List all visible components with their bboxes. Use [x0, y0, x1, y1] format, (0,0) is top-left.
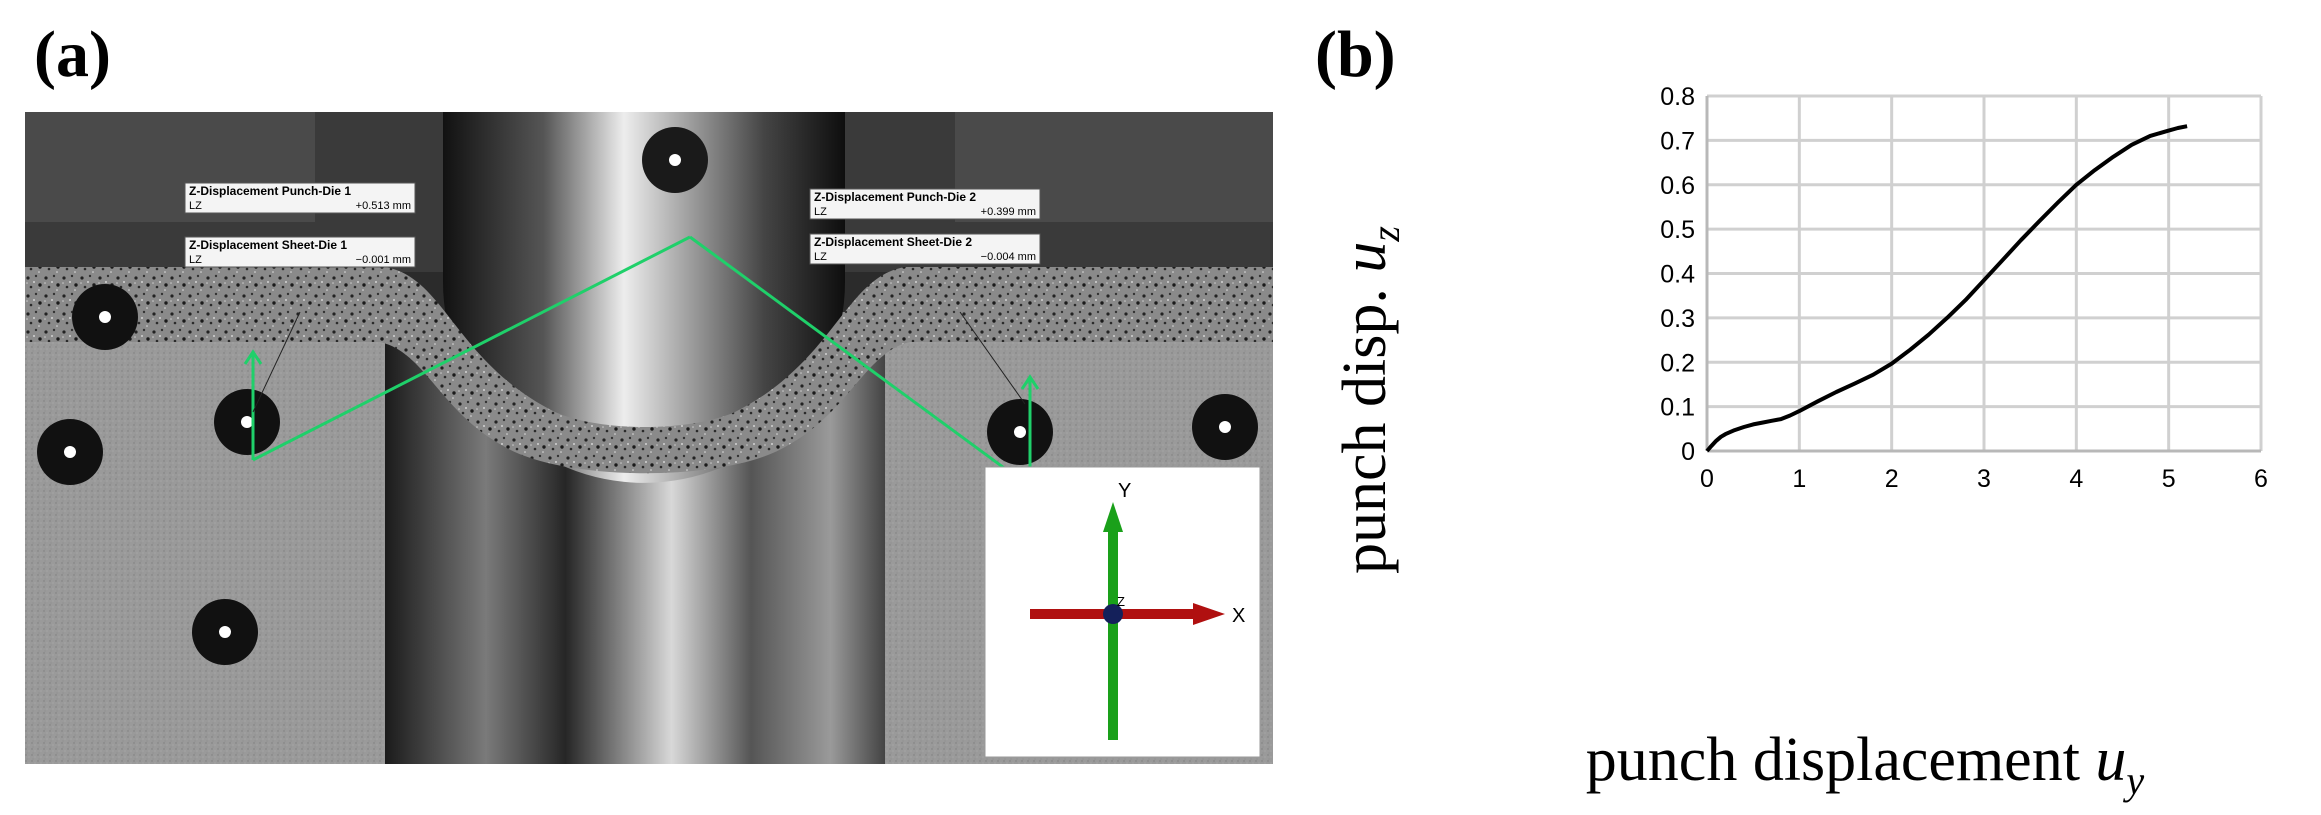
dic-photograph: Z-Displacement Punch-Die 1 LZ +0.513 mm …: [25, 112, 1273, 764]
x-axis-title: punch displacement uy: [1586, 726, 2145, 803]
y-tick-label: 0.4: [1660, 261, 1695, 289]
x-tick-label: 3: [1977, 465, 1991, 493]
y-tick-labels: 0 0.1 0.2 0.3 0.4 0.5 0.6 0.7 0.8: [1660, 83, 1695, 466]
chart-grid: [1705, 94, 2263, 453]
measurement-label-punch-die-2: Z-Displacement Punch-Die 2 LZ +0.399 mm: [809, 188, 1041, 220]
punch-displacement-chart: 0 0.1 0.2 0.3 0.4 0.5 0.6 0.7 0.8 0 1 2 3 4 5 6 punch …: [1331, 83, 2268, 803]
triad-y-label: Y: [1118, 480, 1131, 502]
series-line: [1705, 124, 2188, 453]
triad-z-label: Z: [1117, 594, 1125, 609]
svg-text:Z-Displacement Sheet-Die 1: Z-Displacement Sheet-Die 1: [189, 238, 347, 252]
svg-text:+0.513 mm: +0.513 mm: [356, 200, 411, 212]
svg-text:LZ: LZ: [814, 206, 827, 218]
y-tick-label: 0.6: [1660, 172, 1695, 200]
measurement-label-sheet-die-2: Z-Displacement Sheet-Die 2 LZ −0.004 mm: [809, 233, 1041, 265]
x-tick-label: 5: [2162, 465, 2176, 493]
measurement-label-punch-die-1: Z-Displacement Punch-Die 1 LZ +0.513 mm: [184, 182, 416, 214]
svg-text:Z-Displacement Punch-Die 1: Z-Displacement Punch-Die 1: [189, 184, 351, 198]
y-tick-label: 0.7: [1660, 127, 1695, 155]
y-tick-label: 0: [1681, 438, 1695, 466]
y-tick-label: 0.1: [1660, 394, 1695, 422]
svg-text:LZ: LZ: [189, 254, 202, 266]
x-axis-arrowhead: [1193, 603, 1225, 625]
dic-target-markers: [37, 127, 1258, 665]
x-tick-label: 1: [1792, 465, 1806, 493]
y-tick-label: 0.5: [1660, 216, 1695, 244]
z-axis-dot: [1103, 604, 1123, 624]
svg-text:LZ: LZ: [814, 251, 827, 263]
y-axis-arrowhead: [1103, 502, 1123, 532]
y-tick-label: 0.2: [1660, 349, 1695, 377]
x-tick-label: 4: [2069, 465, 2083, 493]
svg-text:Z-Displacement Sheet-Die 2: Z-Displacement Sheet-Die 2: [814, 235, 972, 249]
x-tick-label: 2: [1885, 465, 1899, 493]
svg-text:−0.004 mm: −0.004 mm: [981, 251, 1036, 263]
displacement-vectors: [243, 235, 1040, 490]
x-tick-label: 6: [2254, 465, 2268, 493]
x-tick-labels: 0 1 2 3 4 5 6: [1700, 465, 2268, 493]
y-tick-label: 0.3: [1660, 305, 1695, 333]
y-tick-label: 0.8: [1660, 83, 1695, 111]
svg-text:−0.001 mm: −0.001 mm: [356, 254, 411, 266]
measurement-label-sheet-die-1: Z-Displacement Sheet-Die 1 LZ −0.001 mm: [184, 236, 416, 268]
panel-a-label: (a): [34, 18, 111, 91]
svg-text:Z-Displacement Punch-Die 2: Z-Displacement Punch-Die 2: [814, 190, 976, 204]
coordinate-triad-inset: Y X Z: [984, 466, 1261, 758]
svg-text:LZ: LZ: [189, 200, 202, 212]
triad-x-label: X: [1232, 605, 1245, 627]
y-axis-arrow: [1108, 530, 1118, 740]
y-axis-title: punch disp. uz: [1331, 226, 1408, 574]
panel-b-label: (b): [1315, 18, 1396, 91]
x-tick-label: 0: [1700, 465, 1714, 493]
svg-text:+0.399 mm: +0.399 mm: [981, 206, 1036, 218]
